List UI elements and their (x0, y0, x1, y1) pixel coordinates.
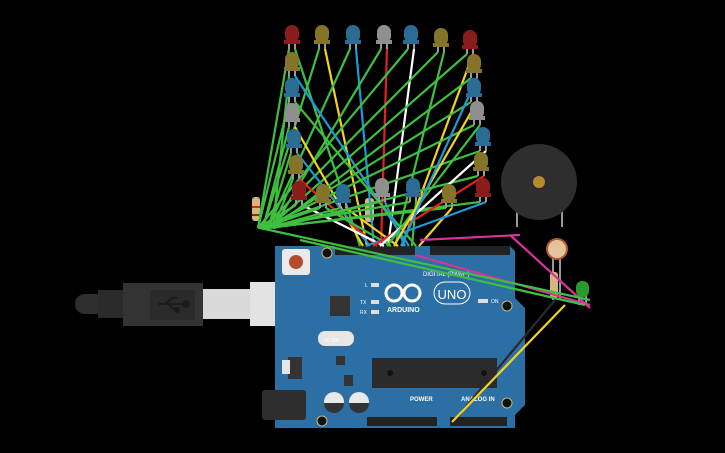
power-header[interactable] (367, 417, 437, 426)
wire[interactable] (259, 226, 591, 302)
analog-label: ANALOG IN (461, 397, 495, 403)
wire[interactable] (272, 174, 479, 230)
led[interactable] (284, 25, 300, 49)
led[interactable] (403, 25, 419, 49)
wire[interactable] (257, 149, 481, 230)
wire[interactable] (257, 48, 409, 229)
crystal (318, 331, 354, 346)
wire[interactable] (345, 207, 399, 247)
wire[interactable] (272, 77, 472, 229)
led[interactable] (335, 184, 351, 208)
resistor-left[interactable] (252, 197, 260, 221)
wire[interactable] (451, 304, 566, 423)
l-label: L (365, 283, 368, 289)
led-array[interactable] (284, 25, 491, 208)
wire[interactable] (323, 48, 369, 247)
wire[interactable] (419, 233, 521, 242)
wire[interactable] (271, 178, 295, 229)
brand-label: ARDUINO (387, 307, 420, 314)
wire[interactable] (379, 150, 487, 247)
wire[interactable] (399, 77, 479, 247)
on-label: ON (491, 299, 499, 305)
arduino-uno-board[interactable]: UNO ARDUINO L TX RX ON DIGITAL (PWM~) PO… (262, 246, 525, 428)
digital-header-right[interactable] (430, 246, 510, 255)
wire[interactable] (256, 48, 291, 229)
wire[interactable] (393, 101, 478, 247)
led[interactable] (433, 28, 449, 52)
led[interactable] (466, 54, 482, 78)
wire[interactable] (267, 200, 481, 230)
crystal-label: 16.000 (324, 338, 340, 344)
power-jack[interactable] (262, 390, 306, 420)
usb-chip (330, 296, 350, 316)
wire[interactable] (262, 124, 475, 229)
wire[interactable] (261, 126, 291, 229)
wire[interactable] (257, 204, 297, 229)
wires[interactable] (256, 48, 591, 423)
piezo-buzzer[interactable] (501, 144, 577, 227)
wire[interactable] (386, 124, 481, 247)
led[interactable] (374, 178, 390, 202)
wire[interactable] (454, 299, 556, 421)
led[interactable] (315, 184, 331, 208)
led[interactable] (284, 52, 300, 76)
led[interactable] (405, 178, 421, 202)
led[interactable] (314, 25, 330, 49)
led[interactable] (462, 30, 478, 54)
rx-label: RX (360, 310, 368, 316)
led[interactable] (466, 78, 482, 102)
led[interactable] (286, 129, 302, 153)
led[interactable] (475, 178, 491, 202)
wire[interactable] (266, 152, 293, 229)
wire[interactable] (299, 238, 586, 307)
led[interactable] (469, 101, 485, 125)
usb-icon (158, 297, 190, 313)
arduino-logo-icon (384, 283, 422, 303)
analog-header[interactable] (450, 417, 507, 426)
wire[interactable] (383, 201, 407, 247)
led[interactable] (288, 155, 304, 179)
led[interactable] (291, 181, 307, 205)
led[interactable] (284, 78, 300, 102)
wire[interactable] (354, 48, 376, 247)
wire[interactable] (509, 234, 591, 309)
digital-label: DIGITAL (PWM~) (423, 272, 470, 278)
usb-cable[interactable] (75, 282, 292, 326)
led[interactable] (345, 25, 361, 49)
led[interactable] (376, 25, 392, 49)
wire[interactable] (294, 75, 410, 247)
led[interactable] (473, 152, 489, 176)
board-name: UNO (438, 287, 467, 302)
tx-label: TX (360, 300, 367, 306)
wire[interactable] (257, 200, 411, 230)
led[interactable] (475, 127, 491, 151)
wire[interactable] (256, 101, 291, 229)
wire[interactable] (301, 204, 385, 247)
digital-header-left[interactable] (335, 246, 415, 255)
power-label: POWER (410, 397, 433, 403)
led[interactable] (284, 103, 300, 127)
led[interactable] (441, 184, 457, 208)
